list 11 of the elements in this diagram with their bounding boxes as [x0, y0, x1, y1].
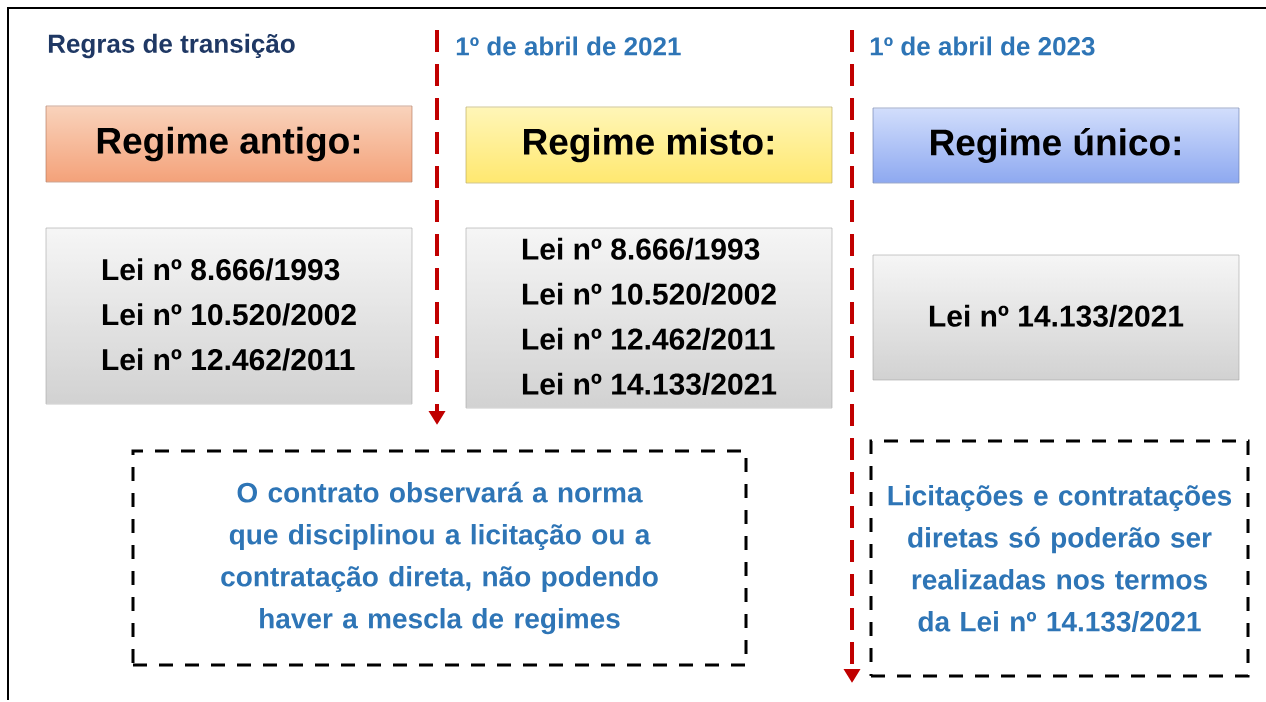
law-box: Lei nº 14.133/2021 [872, 254, 1240, 381]
note-box: O contrato observará a norma que disciplinou a licitação ou a contratação direta, não podendo haver a mescla de regimes [131, 449, 748, 667]
regime-box: Regime misto: [465, 106, 833, 184]
regime-box: Regime antigo: [45, 105, 413, 183]
regime-box: Regime único: [872, 107, 1240, 184]
law-box: Lei nº 8.666/1993 Lei nº 10.520/2002 Lei nº 12.462/2011 [45, 227, 413, 405]
note-box: Licitações e contratações diretas só poderão ser realizadas nos termos da Lei nº 14.133/2021 [869, 439, 1250, 678]
law-box: Lei nº 8.666/1993 Lei nº 10.520/2002 Lei nº 12.462/2011 Lei nº 14.133/2021 [465, 227, 833, 409]
heading-text: 1º de abril de 2023 [870, 36, 1095, 56]
heading-text: Regras de transição [48, 33, 295, 59]
heading-text: 1º de abril de 2021 [456, 36, 681, 56]
